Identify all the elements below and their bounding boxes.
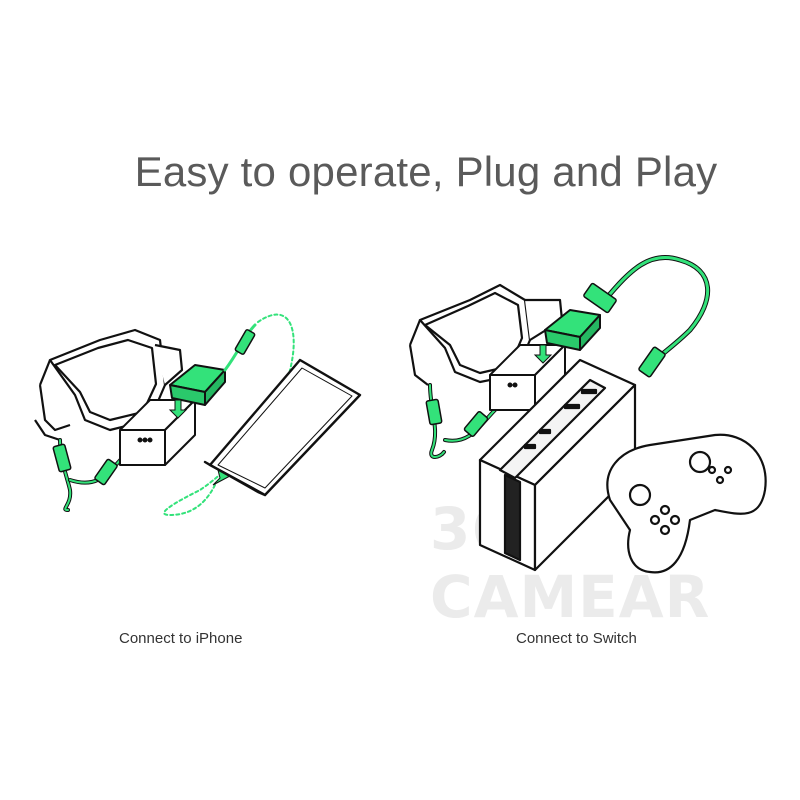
caption-iphone: Connect to iPhone xyxy=(119,630,243,647)
caption-switch: Connect to Switch xyxy=(516,630,637,647)
glasses-icon xyxy=(34,328,184,442)
cable-plug xyxy=(234,329,256,355)
headline: Easy to operate, Plug and Play xyxy=(134,148,718,195)
hdmi-plug xyxy=(638,346,666,378)
controller-grip-icon xyxy=(606,433,767,574)
connector-plugs xyxy=(52,443,118,486)
hdmi-plug xyxy=(583,282,617,314)
connector-plugs xyxy=(425,398,489,437)
arrow-down-icon xyxy=(168,399,188,419)
hdmi-cable xyxy=(602,254,711,368)
arrow-down-icon xyxy=(533,344,553,364)
usbc-dongle-icon xyxy=(544,309,601,351)
phone-icon xyxy=(203,358,362,497)
console-dock-icon xyxy=(478,358,637,572)
